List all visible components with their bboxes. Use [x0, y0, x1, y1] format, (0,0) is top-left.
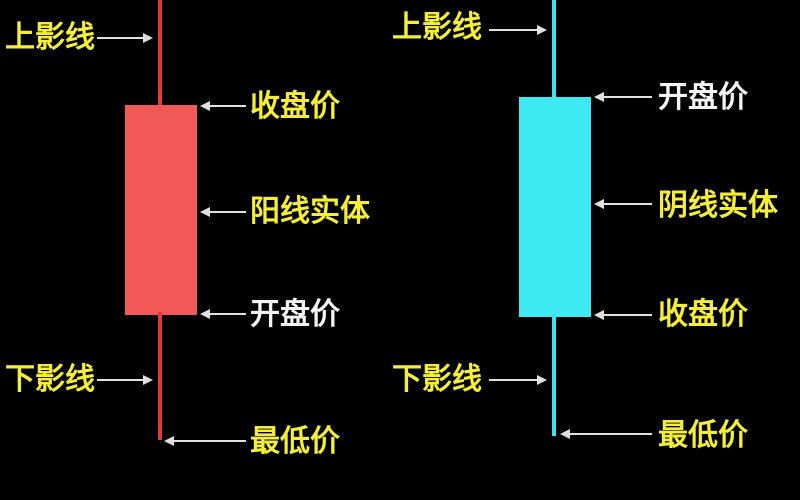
bullish-lower-shadow-label: 下影线 [5, 362, 95, 397]
bearish-real-body-arrow [594, 199, 652, 209]
bearish-open-price-arrow [594, 92, 652, 102]
bearish-lower-shadow-label: 下影线 [392, 362, 482, 397]
bearish-upper-shadow-label: 上影线 [392, 10, 482, 45]
bullish-upper-shadow-arrow [97, 33, 153, 43]
bullish-lower-wick [158, 312, 162, 440]
bullish-close-price-label: 收盘价 [250, 89, 340, 124]
bearish-close-price-label: 收盘价 [658, 297, 748, 332]
bullish-upper-wick [158, 0, 162, 108]
bullish-low-price-arrow [164, 436, 246, 446]
bearish-close-price-arrow [594, 310, 652, 320]
bearish-real-body-label: 阴线实体 [658, 188, 778, 223]
bullish-real-body-label: 阳线实体 [250, 194, 370, 229]
bearish-candle-body [519, 97, 591, 317]
bearish-low-price-label: 最低价 [658, 418, 748, 453]
bullish-real-body-arrow [200, 207, 246, 217]
bearish-lower-shadow-arrow [489, 375, 547, 385]
bearish-upper-shadow-arrow [489, 25, 547, 35]
bearish-lower-wick [552, 314, 556, 436]
bullish-upper-shadow-label: 上影线 [5, 20, 95, 55]
bullish-open-price-arrow [200, 309, 246, 319]
bullish-lower-shadow-arrow [97, 375, 153, 385]
bullish-candle-body [125, 105, 197, 315]
bullish-close-price-arrow [200, 101, 246, 111]
bearish-upper-wick [552, 0, 556, 100]
bullish-low-price-label: 最低价 [250, 424, 340, 459]
bearish-low-price-arrow [560, 429, 652, 439]
bullish-open-price-label: 开盘价 [250, 297, 340, 332]
bearish-open-price-label: 开盘价 [658, 80, 748, 115]
